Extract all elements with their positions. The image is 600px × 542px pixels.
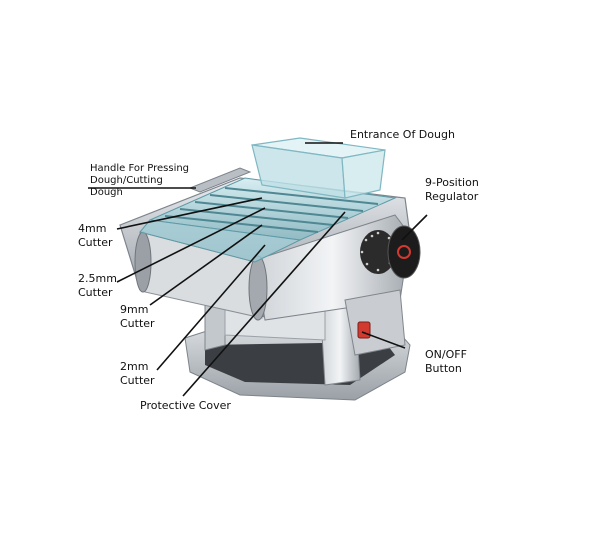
cutter-slats	[164, 187, 379, 233]
leader-protective-cover	[182, 211, 346, 397]
leader-4mm	[116, 197, 263, 230]
label-handle: Handle For Pressing Dough/Cutting Dough	[90, 163, 192, 198]
leader-2mm	[156, 244, 266, 371]
label-4mm-line1: 4mm	[78, 222, 106, 235]
label-4mm-line2: Cutter	[78, 236, 113, 249]
label-4mm-cutter: 4mm Cutter	[78, 222, 113, 249]
label-2-5mm-line1: 2.5mm	[78, 272, 117, 285]
label-protective-cover: Protective Cover	[140, 399, 231, 412]
label-2mm-line2: Cutter	[120, 374, 155, 387]
label-handle-line2: Dough/Cutting	[90, 175, 163, 186]
label-on-off-line1: ON/OFF	[425, 348, 467, 361]
label-handle-line3: Dough	[90, 187, 123, 198]
label-2-5mm-line2: Cutter	[78, 286, 113, 299]
callout-labels: Entrance Of Dough Handle For Pressing Do…	[78, 128, 482, 412]
label-on-off-line2: Button	[425, 362, 462, 375]
label-2mm-line1: 2mm	[120, 360, 148, 373]
label-9mm-line2: Cutter	[120, 317, 155, 330]
label-regulator-line2: Regulator	[425, 190, 479, 203]
label-on-off-button: ON/OFF Button	[425, 348, 470, 375]
label-9mm-line1: 9mm	[120, 303, 148, 316]
on-off-switch	[357, 321, 371, 339]
regulator-knob	[360, 225, 421, 279]
label-regulator: 9-Position Regulator	[425, 176, 482, 203]
leader-regulator	[401, 214, 428, 241]
leader-2-5mm	[116, 207, 266, 283]
label-9mm-cutter: 9mm Cutter	[120, 303, 155, 330]
label-2mm-cutter: 2mm Cutter	[120, 360, 155, 387]
dough-entrance-hopper	[251, 137, 386, 199]
label-2-5mm-cutter: 2.5mm Cutter	[78, 272, 120, 299]
leader-switch	[361, 331, 406, 349]
leader-lines	[88, 142, 428, 397]
label-handle-line1: Handle For Pressing	[90, 163, 189, 174]
label-entrance-of-dough: Entrance Of Dough	[350, 128, 455, 141]
label-regulator-line1: 9-Position	[425, 176, 479, 189]
leader-9mm	[149, 224, 263, 306]
